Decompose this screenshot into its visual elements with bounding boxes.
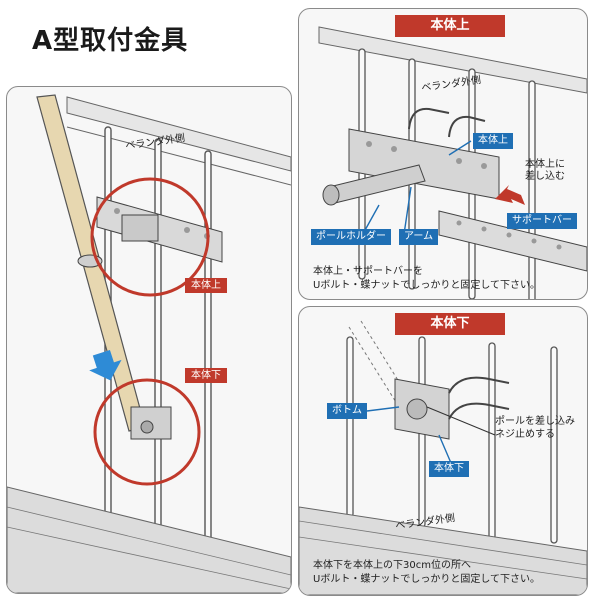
body-bottom-illustration bbox=[299, 320, 587, 595]
overview-panel: ベランダ外側 本体上 本体下 bbox=[6, 86, 292, 594]
insert-pole-note: ポールを差し込み ネジ止めする bbox=[495, 415, 575, 441]
body-top-instruction-line2: Uボルト・蝶ナットでしっかりと固定して下さい。 bbox=[313, 280, 541, 291]
insert-note-line1: 本体上に bbox=[525, 159, 565, 170]
body-top-illustration bbox=[318, 26, 587, 299]
insert-note: 本体上に 差し込む bbox=[525, 159, 565, 183]
body-bottom-tag: 本体下 bbox=[185, 368, 227, 383]
body-bottom-instruction-line1: 本体下を本体上の下30cm位の所へ bbox=[313, 560, 471, 571]
arm-tag: アーム bbox=[399, 229, 439, 245]
body-top-instruction-line1: 本体上・サポートバーを bbox=[313, 266, 423, 277]
body-bottom-panel: 本体下 ボトム ポールを差し込み ネジ止めする bbox=[298, 306, 588, 596]
body-bottom-instruction: 本体下を本体上の下30cm位の所へ Uボルト・蝶ナットでしっかりと固定して下さい… bbox=[313, 559, 540, 587]
body-top-instruction: 本体上・サポートバーを Uボルト・蝶ナットでしっかりと固定して下さい。 bbox=[313, 265, 540, 293]
body-top-header: 本体上 bbox=[395, 15, 505, 37]
overview-illustration bbox=[7, 94, 291, 593]
body-top-tag: 本体上 bbox=[473, 133, 513, 149]
bottom-tag: ボトム bbox=[327, 403, 367, 419]
insert-pole-note-line1: ポールを差し込み bbox=[495, 416, 575, 427]
body-bottom-instruction-line2: Uボルト・蝶ナットでしっかりと固定して下さい。 bbox=[313, 574, 541, 585]
insert-note-line2: 差し込む bbox=[525, 171, 565, 182]
body-bottom-tag: 本体下 bbox=[429, 461, 469, 477]
body-top-tag: 本体上 bbox=[185, 278, 227, 293]
insert-pole-note-line2: ネジ止めする bbox=[495, 429, 555, 440]
page-title: A型取付金具 bbox=[32, 26, 189, 56]
support-bar-tag: サポートバー bbox=[507, 213, 577, 229]
body-bottom-header: 本体下 bbox=[395, 313, 505, 335]
body-top-panel: 本体上 ベランダ外側 本体上 本体上に 差し込む bbox=[298, 8, 588, 300]
pole-holder-tag: ポールホルダー bbox=[311, 229, 391, 245]
